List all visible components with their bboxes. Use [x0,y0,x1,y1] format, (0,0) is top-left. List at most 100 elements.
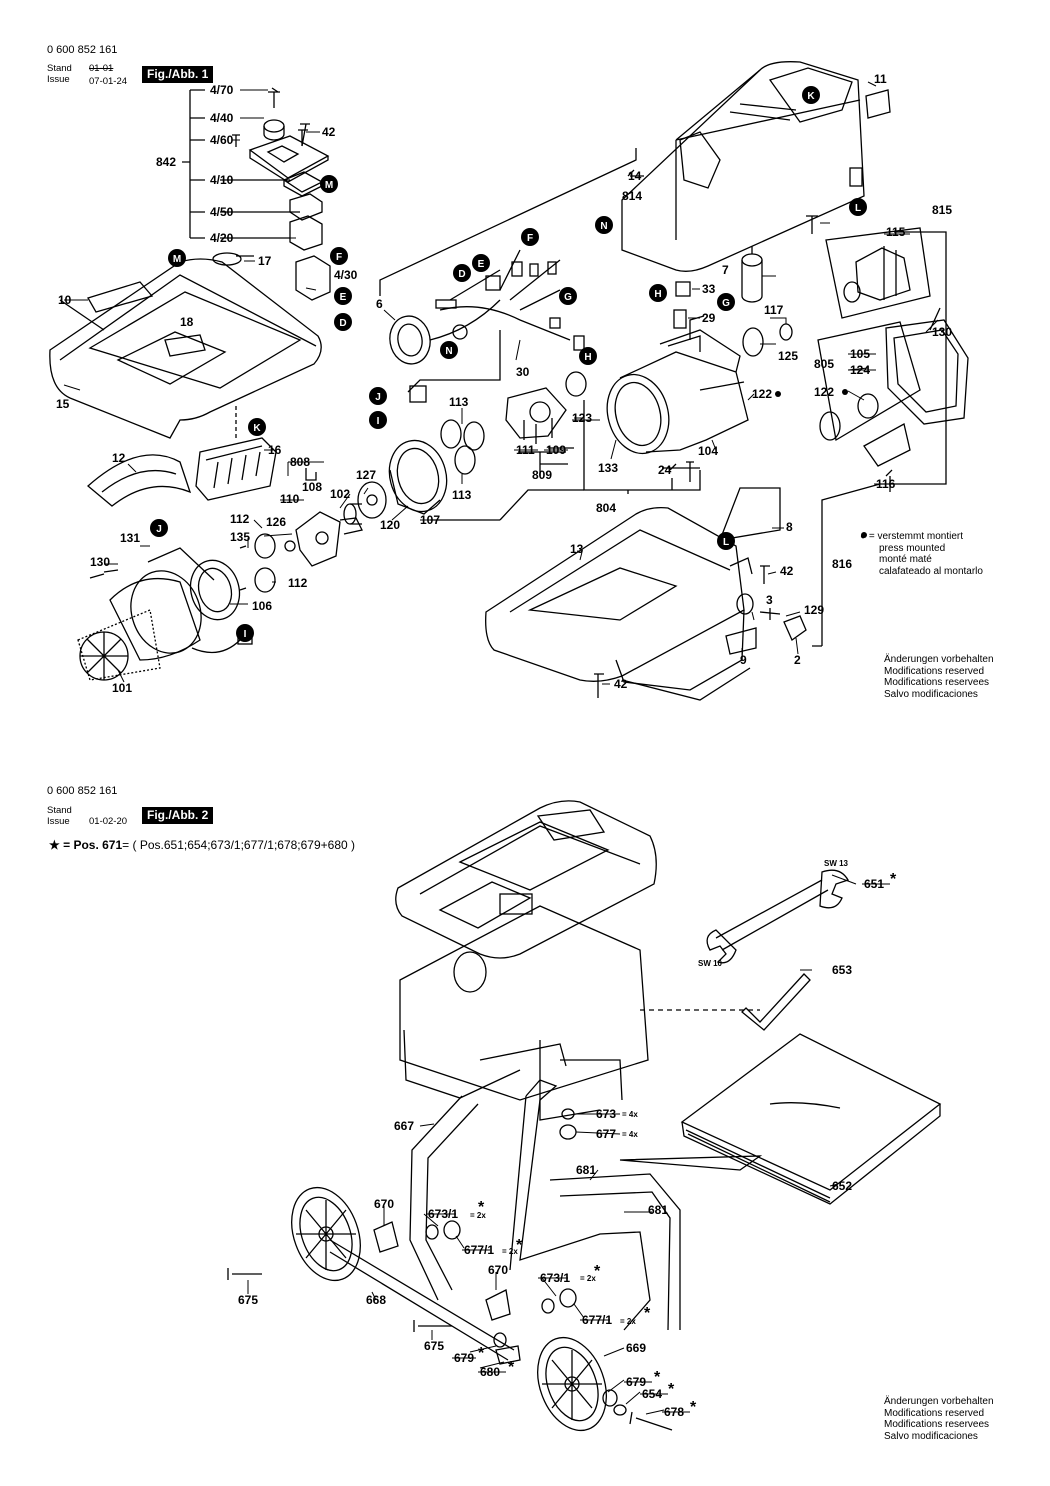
gearbox-housing [606,315,749,455]
callout-i-cable [369,411,387,429]
part-label: 101 [112,681,132,695]
bracket-814 [379,148,644,296]
part-label: 4/40 [210,111,234,125]
part-label: 673 [596,1107,616,1121]
stand-label: Stand [47,63,72,74]
bearing-plate-805 [817,307,969,467]
notice-line: Salvo modificaciones [884,688,978,700]
part-label: 120 [380,518,400,532]
part-label: 30 [516,365,530,379]
part-label: 12 [112,451,126,465]
pinion-102 [343,481,387,525]
frame [329,1079,681,1361]
callout-letter: L [723,537,729,548]
part-label: 669 [626,1341,646,1355]
notice-line: Änderungen vorbehalten [884,654,994,665]
callout-letter: K [253,423,261,434]
qty-label: = 4x [622,1110,638,1119]
bracket-804 [430,400,701,521]
legend-text: verstemmt montiert [877,531,964,542]
callout-letter: I [244,629,247,640]
callout-d-harness [453,264,471,282]
part-label: 110 [280,492,300,506]
part-label: 652 [832,1179,852,1193]
part-label: 117 [764,303,784,317]
issue-label-2: Issue [47,816,70,827]
svg-text:*: * [508,1359,515,1376]
bracket-842 [182,89,205,239]
callout-l-housing [849,198,867,216]
part-label: 4/10 [210,173,234,187]
svg-text:*: * [594,1263,601,1280]
callout-letter: M [325,180,333,191]
callout-letter: G [564,292,572,303]
issue-date-2: 01-02-20 [89,816,128,827]
part-label: 681 [648,1203,668,1217]
svg-text:*: * [478,1199,485,1216]
press-mount-legend: ● = verstemmt montiert press mounted mon… [860,531,983,577]
part-label: 127 [356,468,376,482]
part-label: 681 [576,1163,596,1177]
part-label: 11 [874,72,887,86]
part-label: 4/70 [210,83,234,97]
screws-42 [89,129,818,698]
part-label: 4/30 [334,268,358,282]
modification-notice-2: Änderungen vorbehalten Modifications res… [884,1396,994,1442]
callout-e-switch [334,287,352,305]
gear-set-113 [440,371,587,476]
callout-letter: N [445,346,452,357]
part-label: 104 [698,444,718,458]
formula-pos: = Pos. 671 [63,838,123,852]
capacitor-7 [741,246,763,303]
legend-line: monté maté [879,554,932,565]
part-label: 675 [424,1339,444,1353]
legend-line: calafateado al montarlo [879,565,983,577]
asterisks: * * * * * * * * * * [478,871,897,1416]
callout-letter: D [339,318,346,329]
part-label: 7 [722,263,729,277]
callout-letter: E [340,292,347,303]
callout-d-switch [334,313,352,331]
position-formula: ★ = Pos. 671= ( Pos.651;654;673/1;677/1;… [49,838,355,852]
part-label: 6 [376,297,383,311]
part-label: 113 [449,395,469,409]
part-label: 14 [628,169,642,183]
wire-harness-30 [389,249,585,403]
svg-text:*: * [668,1381,675,1398]
callout-g-harness [559,287,577,305]
part-number-2: 0 600 852 161 [47,785,118,797]
part-label: 24 [658,463,672,477]
callout-letters: K M M N L F E D F E D G H H G N J I K J … [156,91,861,640]
issue-label: Issue [47,74,70,85]
part-label: 113 [452,488,472,502]
callout-letter: J [156,524,162,535]
switch-assembly [212,87,331,301]
callout-letter: E [478,259,485,270]
callout-letter: I [377,416,380,427]
part-label: 804 [596,501,616,515]
part-label: 2 [794,653,801,667]
part-label: 131 [120,531,140,545]
brackets-670 [373,1221,511,1321]
callout-f-switch [330,247,348,265]
cord-connector [725,593,807,655]
callout-letter: J [375,392,381,403]
qty-label: = 2x [470,1211,486,1220]
size-label: SW 10 [698,959,723,968]
svg-text:*: * [690,1399,697,1416]
figure-title-2: Fig./Abb. 2 [142,807,214,824]
part-label: 3 [766,593,773,607]
part-label: 102 [330,487,350,501]
notice-line: Änderungen vorbehalten [884,1396,994,1407]
part-label: 670 [374,1197,394,1211]
bullet-symbol: ● = [860,531,875,542]
part-label: 4/20 [210,231,234,245]
part-label: 112 [230,512,250,526]
part-label: 18 [180,315,194,329]
callout-m-switch [320,175,338,193]
callout-j-cable [369,387,387,405]
part-label: 123 [572,411,592,425]
part-label: 122 [752,387,772,401]
guide-insert [195,437,277,501]
